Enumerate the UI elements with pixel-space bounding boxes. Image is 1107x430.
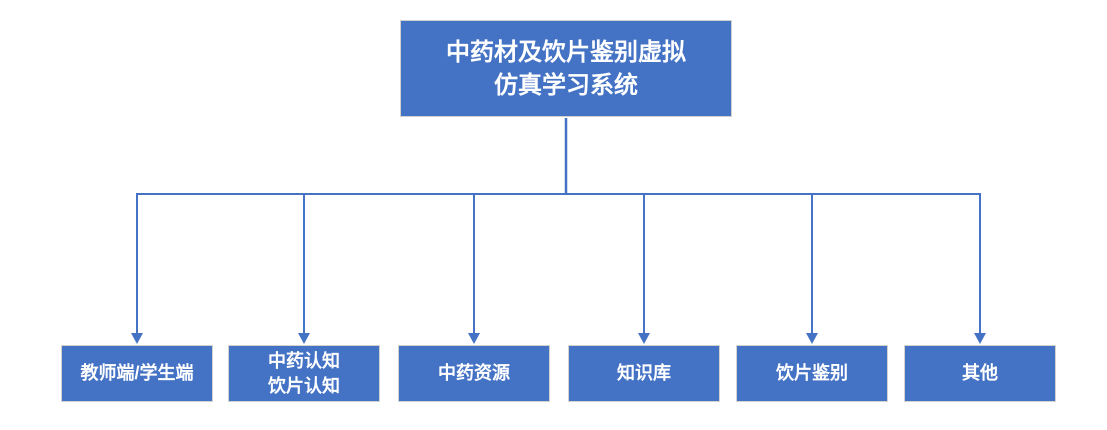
child-node-other: 其他 [904,345,1056,402]
arrowhead-icon-4 [638,333,650,344]
root-node-label: 中药材及饮片鉴别虚拟 仿真学习系统 [446,38,686,99]
child-node-decoction-identification: 饮片鉴别 [736,345,888,402]
child-node-label: 其他 [962,363,998,383]
child-node-label: 教师端/学生端 [80,363,194,383]
arrowhead-icon-3 [468,333,480,344]
child-node-teacher-student: 教师端/学生端 [61,345,213,402]
child-node-label: 饮片鉴别 [776,363,848,383]
child-node-herb-resources: 中药资源 [398,345,550,402]
arrowhead-icon-6 [974,333,986,344]
child-node-herb-cognition: 中药认知 饮片认知 [228,345,380,402]
arrowhead-icon-5 [806,333,818,344]
arrowhead-icon-2 [298,333,310,344]
child-node-label: 中药认知 饮片认知 [268,350,340,396]
child-node-label: 知识库 [617,363,671,383]
root-node-system: 中药材及饮片鉴别虚拟 仿真学习系统 [400,20,732,117]
arrowhead-icon-1 [131,333,143,344]
child-node-label: 中药资源 [438,363,510,383]
child-node-knowledge-base: 知识库 [568,345,720,402]
